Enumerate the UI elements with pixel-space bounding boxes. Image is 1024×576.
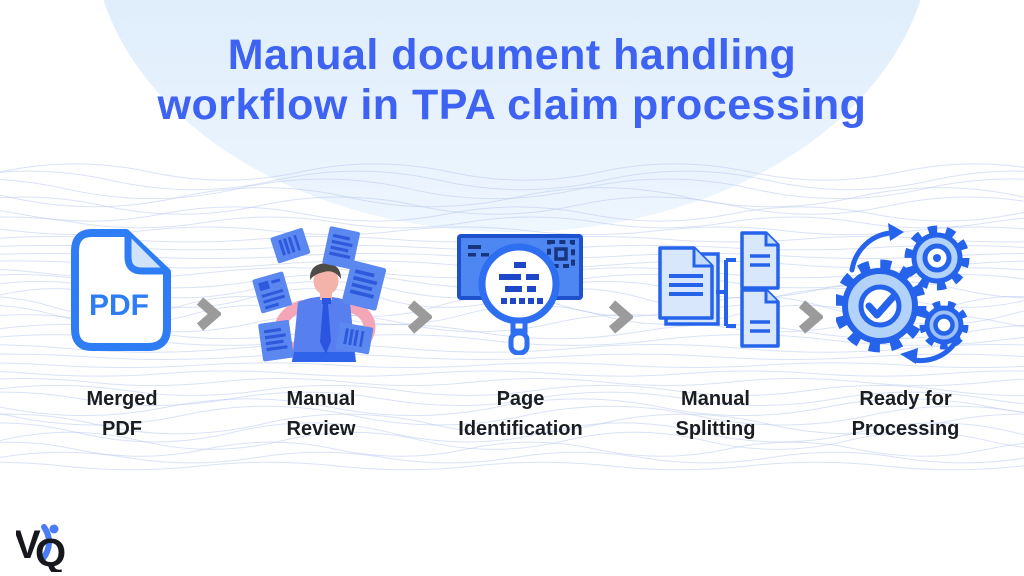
chevron-right-icon xyxy=(407,300,432,334)
step-label: Manual Splitting xyxy=(675,388,756,440)
brand-logo: V Q xyxy=(14,520,70,576)
documents-split-icon xyxy=(650,228,782,357)
logo-letter-q: Q xyxy=(35,531,66,572)
magnifier-document-scan-icon xyxy=(456,229,586,360)
chevron-right-icon xyxy=(608,300,633,334)
step-manual-review: Manual Review xyxy=(246,222,396,454)
step-merged-pdf: PDF Merged PDF xyxy=(57,222,187,454)
step-label: Ready for Processing xyxy=(851,388,960,440)
person-reviewing-documents-icon xyxy=(246,222,396,377)
chevron-right-icon xyxy=(196,297,221,331)
step-manual-splitting: Manual Splitting xyxy=(643,222,788,454)
step-page-identification: Page Identification xyxy=(448,222,593,454)
pdf-badge-text: PDF xyxy=(89,289,149,322)
logo-dot xyxy=(49,524,59,534)
page-title: Manual document handling workflow in TPA… xyxy=(0,30,1024,130)
step-label: Manual Review xyxy=(286,388,356,440)
title-line-2: workflow in TPA claim processing xyxy=(157,81,867,129)
chevron-right-icon xyxy=(798,300,823,334)
logo-letter-v: V xyxy=(16,523,41,567)
step-label: Merged PDF xyxy=(86,388,158,440)
step-label: Page Identification xyxy=(458,388,583,440)
title-line-1: Manual document handling xyxy=(227,31,797,79)
gears-checkmark-icon xyxy=(833,222,976,369)
step-ready-for-processing: Ready for Processing xyxy=(833,222,978,454)
pdf-file-icon: PDF xyxy=(70,228,174,357)
